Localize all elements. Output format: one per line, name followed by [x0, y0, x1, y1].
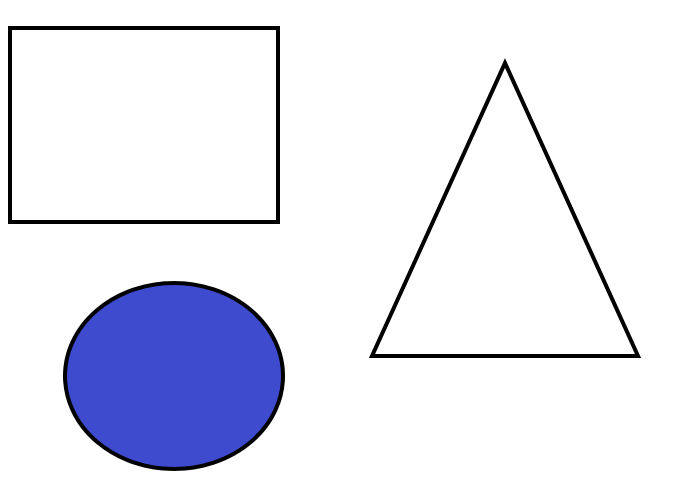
blue-ellipse: [63, 281, 285, 471]
rectangle-outline: [8, 26, 280, 224]
triangle-outline: [368, 58, 642, 358]
